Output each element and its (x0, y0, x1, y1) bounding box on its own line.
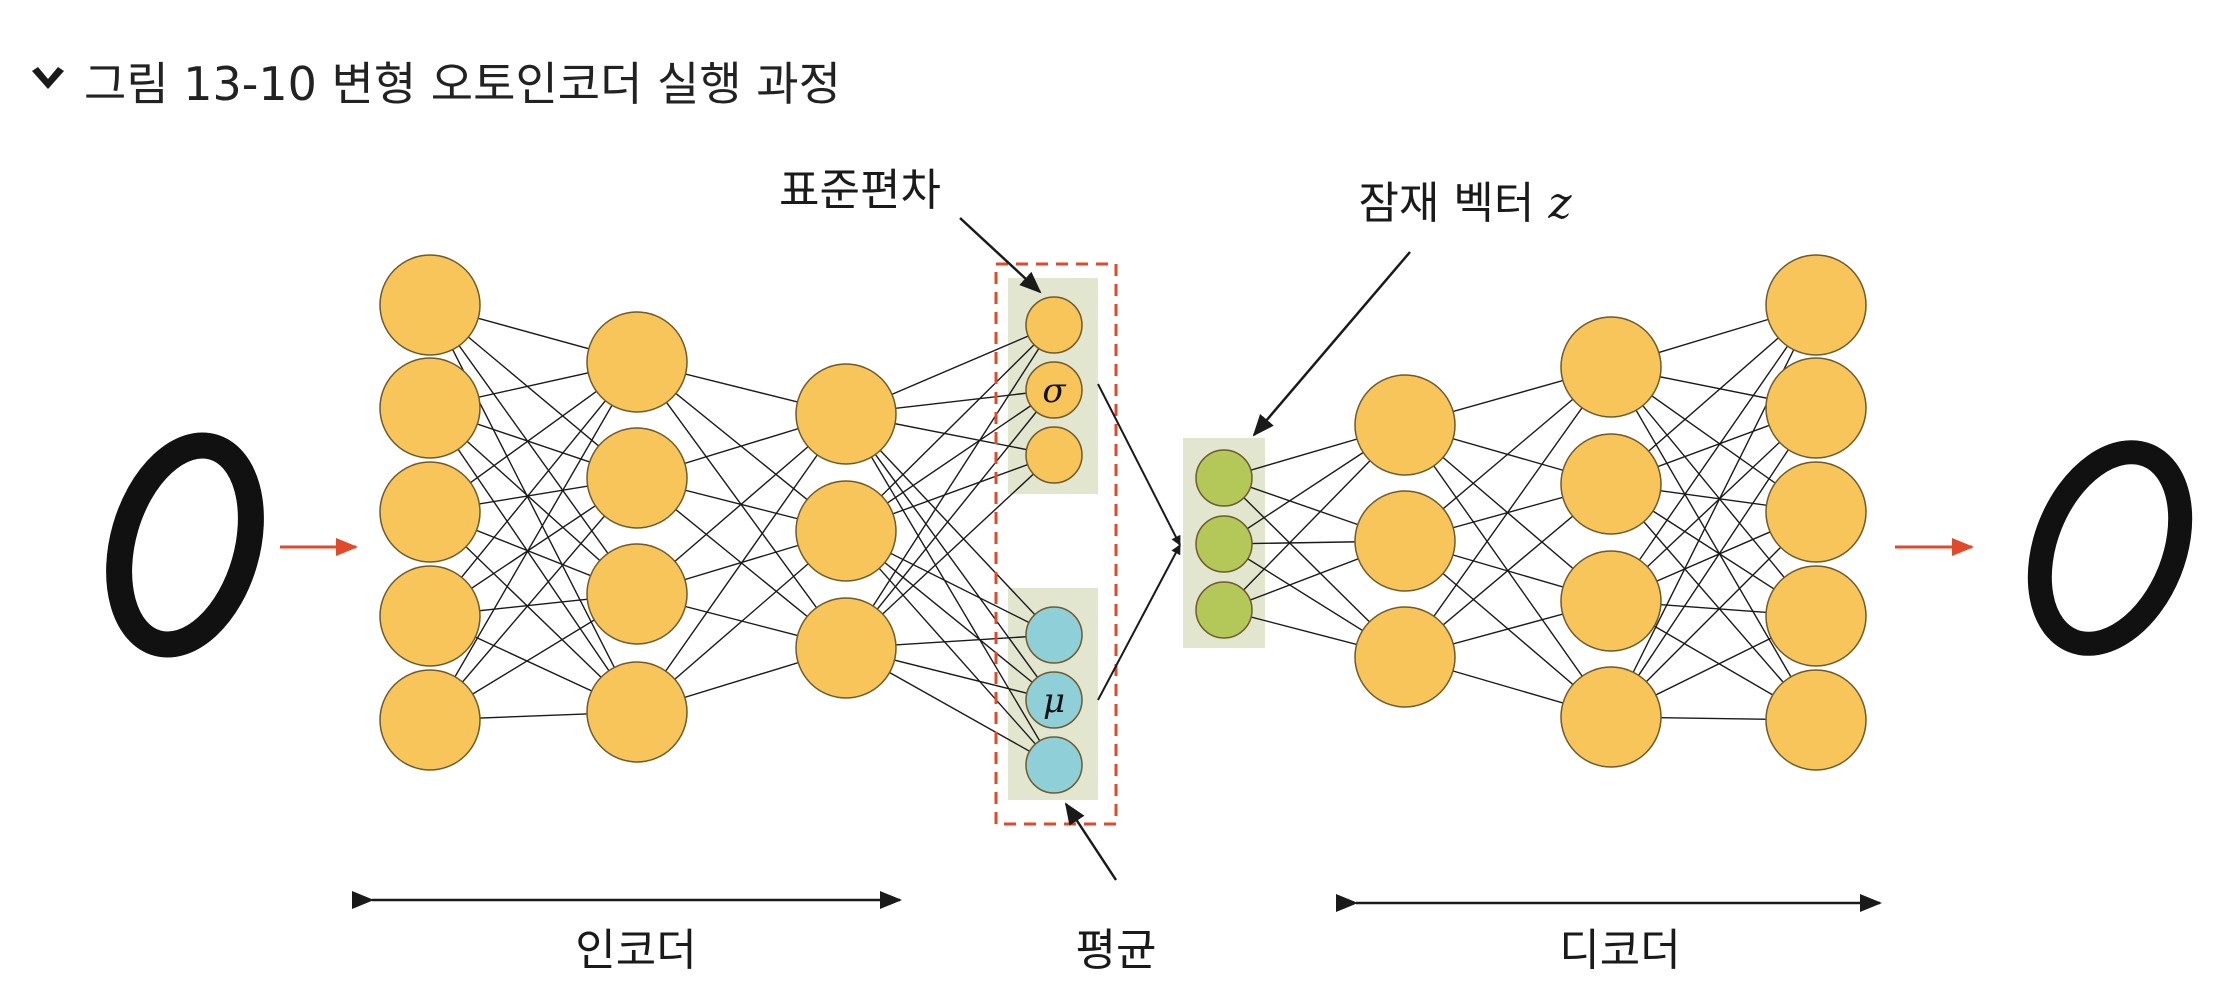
mu-node (1025, 671, 1083, 729)
dec2-dec3-edge (1610, 304, 1817, 602)
enc-3-node (795, 363, 897, 465)
dec-3-node (1765, 461, 1867, 563)
dec2-dec3-edge (1610, 483, 1817, 721)
sigma-to-latent-arrow (1097, 383, 1181, 546)
sampling-arrows (1097, 383, 1181, 701)
dec1-dec2-edge (1404, 366, 1612, 658)
enc1-enc2-edge (429, 361, 638, 617)
dec-2-node (1560, 550, 1662, 652)
latent-node (1195, 581, 1253, 639)
enc-3-node (795, 480, 897, 582)
std-dev-label: 표준편차 (779, 165, 941, 216)
dec-3-node (1765, 669, 1867, 771)
mu-to-latent-arrow (1097, 544, 1181, 701)
enc-2-node (586, 311, 688, 413)
enc3-sigma-edge (845, 389, 1055, 649)
dec-1-node (1354, 374, 1456, 476)
latent-node (1195, 449, 1253, 507)
dec-2-node (1560, 433, 1662, 535)
enc-2-node (586, 427, 688, 529)
enc2-enc3-edge (636, 413, 847, 713)
enc-1-node (379, 669, 481, 771)
sigma-symbol: σ (1042, 371, 1066, 411)
enc3-mu-edge (845, 413, 1055, 766)
figure-title: 그림 13-10 변형 오토인코더 실행 과정 (28, 48, 841, 114)
enc3-mu-edge (845, 530, 1055, 766)
network-nodes: σμ (379, 254, 1867, 794)
enc-2-node (586, 543, 688, 645)
enc-1-node (379, 461, 481, 563)
dec2-dec3-edge (1610, 407, 1817, 718)
dec2-dec3-edge (1610, 366, 1817, 617)
sigma-node (1025, 426, 1083, 484)
dec-3-node (1765, 565, 1867, 667)
enc-1-node (379, 254, 481, 356)
std-dev-pointer-arrow (959, 217, 1042, 294)
mu-node (1025, 606, 1083, 664)
dec-3-node (1765, 254, 1867, 356)
encoder-label: 인코더 (575, 925, 696, 976)
mu-symbol: μ (1043, 681, 1065, 721)
mu-node (1025, 736, 1083, 794)
dec-1-node (1354, 490, 1456, 592)
chevron-down-icon (32, 67, 64, 89)
encoder-output-dashed-box (994, 262, 1118, 826)
enc-1-node (379, 357, 481, 459)
enc1-enc2-edge (429, 407, 638, 713)
latent-node (1195, 515, 1253, 573)
dec-1-node (1354, 606, 1456, 708)
enc1-enc2-edge (429, 361, 638, 721)
enc1-enc2-edge (429, 477, 638, 721)
dec-3-node (1765, 357, 1867, 459)
mean-label: 평균 (1076, 925, 1157, 976)
dec-2-node (1560, 666, 1662, 768)
latent-pointer-arrow (1252, 251, 1411, 437)
latent-vector-label-text: 잠재 벡터 (1358, 178, 1548, 229)
enc-2-node (586, 661, 688, 763)
enc-1-node (379, 565, 481, 667)
figure-title-text: 그림 13-10 변형 오토인코더 실행 과정 (84, 57, 841, 111)
dec-2-node (1560, 316, 1662, 418)
enc1-enc2-edge (429, 304, 638, 595)
sigma-node (1025, 361, 1083, 419)
handwritten-zero-input (106, 432, 264, 658)
latent-variable-symbol: z (1547, 178, 1572, 229)
handwritten-zero-output (2027, 440, 2193, 656)
enc3-sigma-edge (845, 324, 1055, 649)
dec2-dec3-edge (1610, 366, 1817, 721)
sigma-node (1025, 296, 1083, 354)
enc3-mu-edge (845, 413, 1055, 701)
latent-vector-label: 잠재 벡터 z (1358, 178, 1572, 229)
enc-3-node (795, 597, 897, 699)
decoder-label: 디코더 (1559, 925, 1680, 976)
mean-pointer-arrow (1064, 802, 1118, 881)
